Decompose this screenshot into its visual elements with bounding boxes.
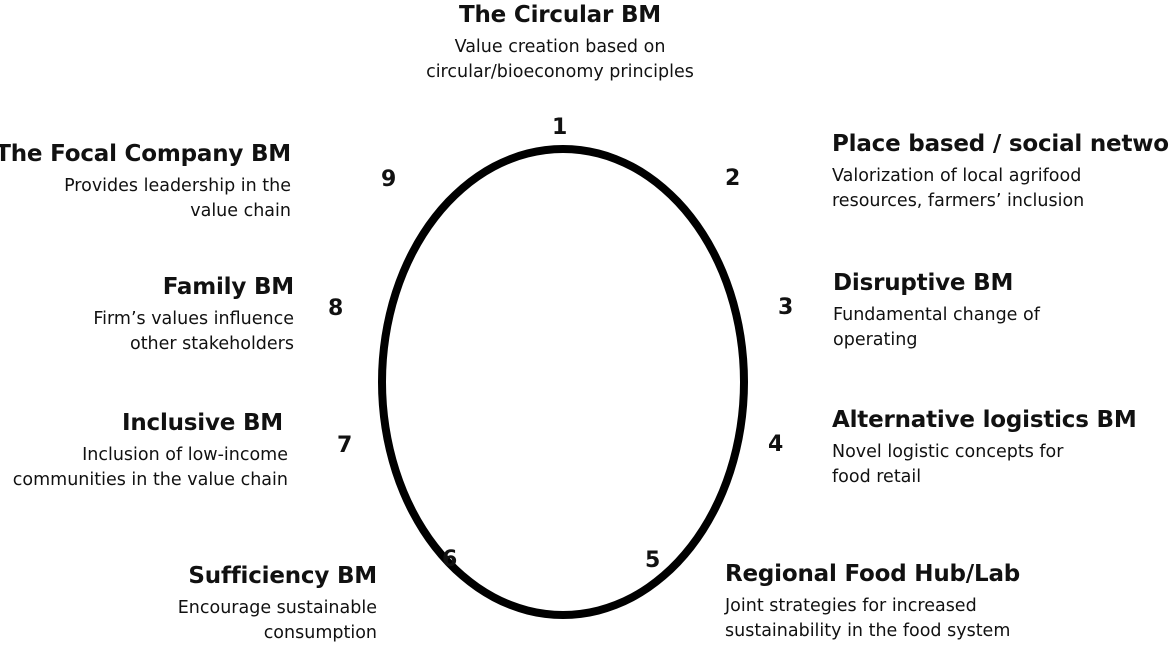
description-line: value chain <box>190 201 291 221</box>
model-title: Alternative logistics BM <box>832 407 1137 433</box>
model-description: Inclusion of low-income communities in t… <box>13 443 288 493</box>
model-title: Inclusive BM <box>121 410 283 436</box>
description-line: Novel logistic concepts for <box>832 442 1064 462</box>
description-line: Fundamental change of <box>833 305 1040 325</box>
description-line: Value creation based on <box>454 37 666 57</box>
model-number-6: 6 <box>442 547 458 572</box>
model-description: Value creation based on circular/bioecon… <box>385 35 735 85</box>
description-line: operating <box>833 330 918 350</box>
model-title: The Circular BM <box>459 2 661 28</box>
model-block-inclusive: Inclusive BM Inclusion of low-income com… <box>13 409 288 493</box>
model-title: Family BM <box>162 274 294 300</box>
description-line: other stakeholders <box>129 334 294 354</box>
business-model-cycle-circle <box>378 145 748 619</box>
model-number-1: 1 <box>552 115 568 140</box>
model-description: Novel logistic concepts for food retail <box>832 440 1137 490</box>
description-line: Firm’s values influence <box>93 309 294 329</box>
description-line: Encourage sustainable <box>177 598 377 618</box>
model-block-sufficiency: Sufficiency BM Encourage sustainable con… <box>178 562 377 646</box>
model-number-9: 9 <box>381 167 397 192</box>
model-title: Regional Food Hub/Lab <box>725 561 1021 587</box>
description-line: Valorization of local agrifood <box>832 166 1082 186</box>
model-block-circular: The Circular BM Value creation based on … <box>385 1 735 85</box>
description-line: resources, farmers’ inclusion <box>832 191 1085 211</box>
model-description: Valorization of local agrifood resources… <box>832 164 1170 214</box>
model-block-regional-food-hub: Regional Food Hub/Lab Joint strategies f… <box>725 560 1020 644</box>
description-line: communities in the value chain <box>12 470 288 490</box>
description-line: sustainability in the food system <box>725 621 1011 641</box>
model-description: Fundamental change of operating <box>833 303 1040 353</box>
model-block-focal-company: The Focal Company BM Provides leadership… <box>0 140 291 224</box>
model-number-3: 3 <box>778 295 794 320</box>
model-number-8: 8 <box>328 296 344 321</box>
description-line: Joint strategies for increased <box>725 596 977 616</box>
model-block-disruptive: Disruptive BM Fundamental change of oper… <box>833 269 1040 353</box>
model-block-place-based: Place based / social network Valorizatio… <box>832 130 1170 214</box>
model-block-family: Family BM Firm’s values influence other … <box>93 273 294 357</box>
model-description: Joint strategies for increased sustainab… <box>725 594 1020 644</box>
model-title: Sufficiency BM <box>188 563 377 589</box>
description-line: consumption <box>263 623 377 643</box>
model-number-7: 7 <box>337 433 353 458</box>
description-line: circular/bioeconomy principles <box>426 62 694 82</box>
model-description: Firm’s values influence other stakeholde… <box>93 307 294 357</box>
model-description: Encourage sustainable consumption <box>178 596 377 646</box>
description-line: Inclusion of low-income <box>82 445 288 465</box>
model-title: The Focal Company BM <box>0 141 291 167</box>
model-number-4: 4 <box>768 432 784 457</box>
model-block-alternative-logistics: Alternative logistics BM Novel logistic … <box>832 406 1137 490</box>
model-description: Provides leadership in the value chain <box>0 174 291 224</box>
model-title: Place based / social network <box>832 131 1170 157</box>
description-line: food retail <box>832 467 922 487</box>
description-line: Provides leadership in the <box>64 176 291 196</box>
model-number-2: 2 <box>725 166 741 191</box>
model-number-5: 5 <box>645 548 661 573</box>
model-title: Disruptive BM <box>833 270 1014 296</box>
